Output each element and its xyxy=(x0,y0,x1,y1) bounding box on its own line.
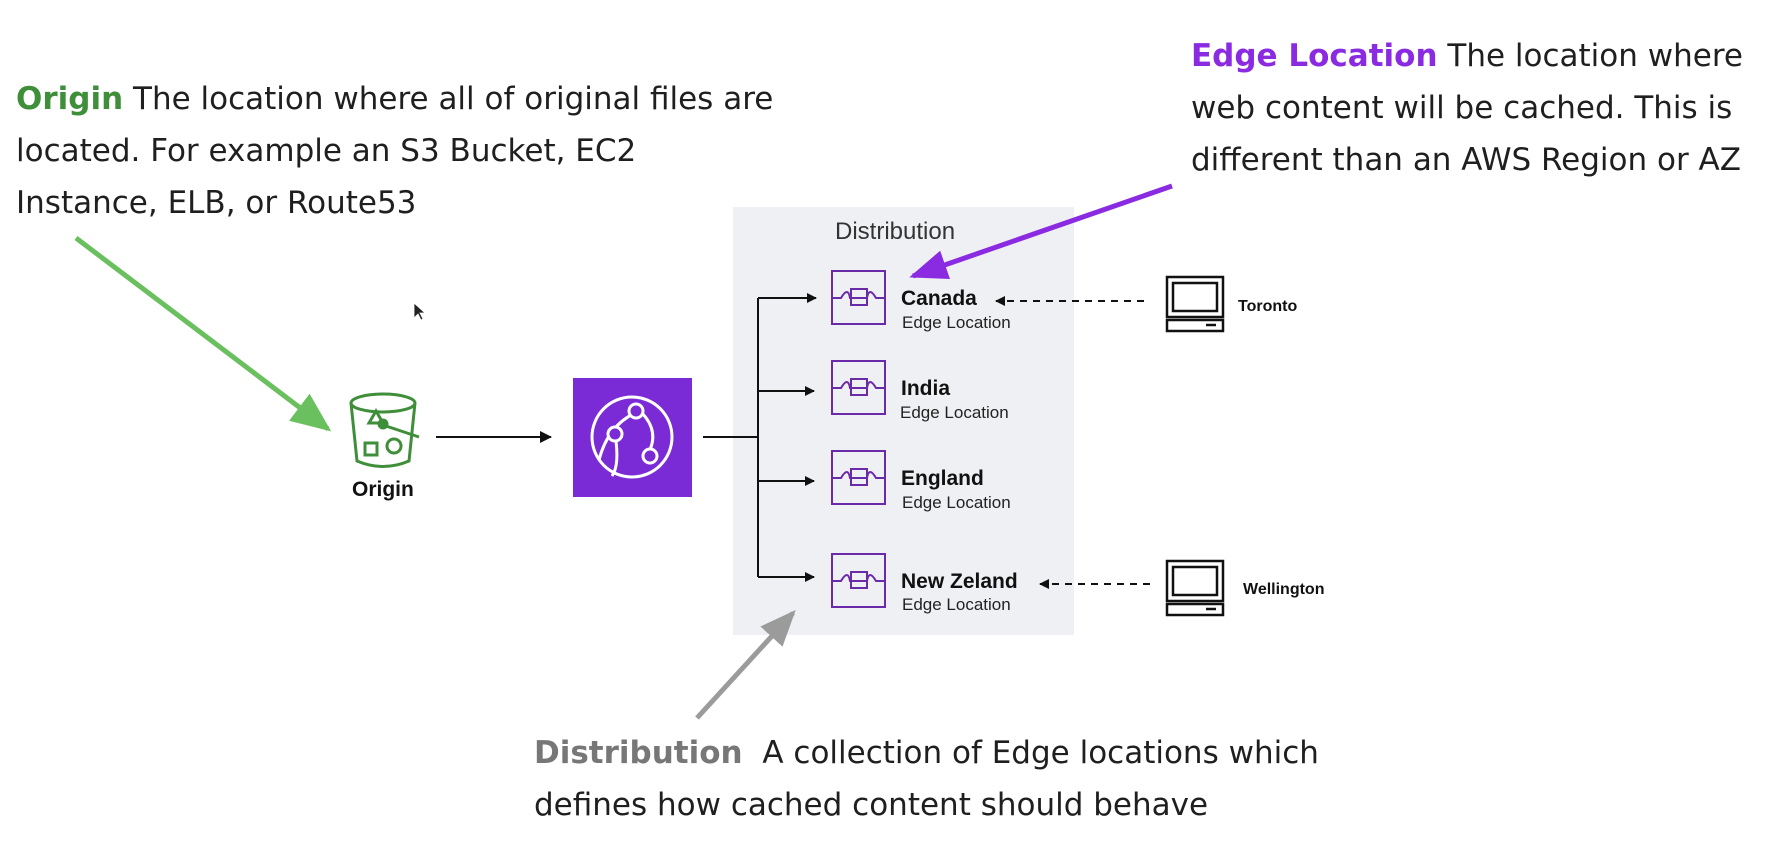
origin-callout: Origin The location where all of origina… xyxy=(16,73,776,229)
s3-bucket-icon xyxy=(349,392,420,468)
location-name-new-zeland: New Zeland xyxy=(901,570,1018,593)
edge-location-callout: Edge Location The location where web con… xyxy=(1191,30,1779,186)
client-name-wellington: Wellington xyxy=(1243,581,1325,598)
edge-location-callout-term: Edge Location xyxy=(1191,38,1438,74)
edge-location-pointer-arrow xyxy=(909,183,1173,280)
cloudfront-icon xyxy=(573,378,692,497)
distribution-callout-term: Distribution xyxy=(534,735,743,771)
distribution-pointer-arrow xyxy=(695,610,796,720)
distribution-title: Distribution xyxy=(835,218,956,245)
location-sub-england: Edge Location xyxy=(902,493,1011,512)
distribution-callout-text: A collection of Edge locations which def… xyxy=(534,735,1329,823)
mouse-cursor-icon xyxy=(413,302,427,321)
laptop-icon-toronto xyxy=(1165,275,1225,333)
laptop-icon-wellington xyxy=(1165,559,1225,617)
location-name-canada: Canada xyxy=(901,287,977,310)
edge-location-icon-new-zeland xyxy=(831,553,886,608)
origin-callout-term: Origin xyxy=(16,81,124,117)
origin-callout-text: The location where all of original files… xyxy=(16,81,774,221)
location-name-england: England xyxy=(901,467,984,490)
location-name-india: India xyxy=(901,377,951,400)
location-sub-india: Edge Location xyxy=(900,403,1009,422)
edge-location-icon-india xyxy=(831,360,886,415)
distribution-callout: Distribution A collection of Edge locati… xyxy=(534,727,1434,831)
client-name-toronto: Toronto xyxy=(1238,298,1298,315)
edge-location-icon-canada xyxy=(831,270,886,325)
edge-location-callout-text: The location where web content will be c… xyxy=(1191,38,1743,178)
distribution-panel xyxy=(733,207,1074,635)
location-sub-new-zeland: Edge Location xyxy=(902,595,1011,614)
location-sub-canada: Edge Location xyxy=(902,313,1011,332)
origin-label: Origin xyxy=(352,478,414,501)
origin-pointer-arrow xyxy=(74,236,332,432)
distribution-connectors xyxy=(703,293,817,582)
edge-location-icon-england xyxy=(831,450,886,505)
